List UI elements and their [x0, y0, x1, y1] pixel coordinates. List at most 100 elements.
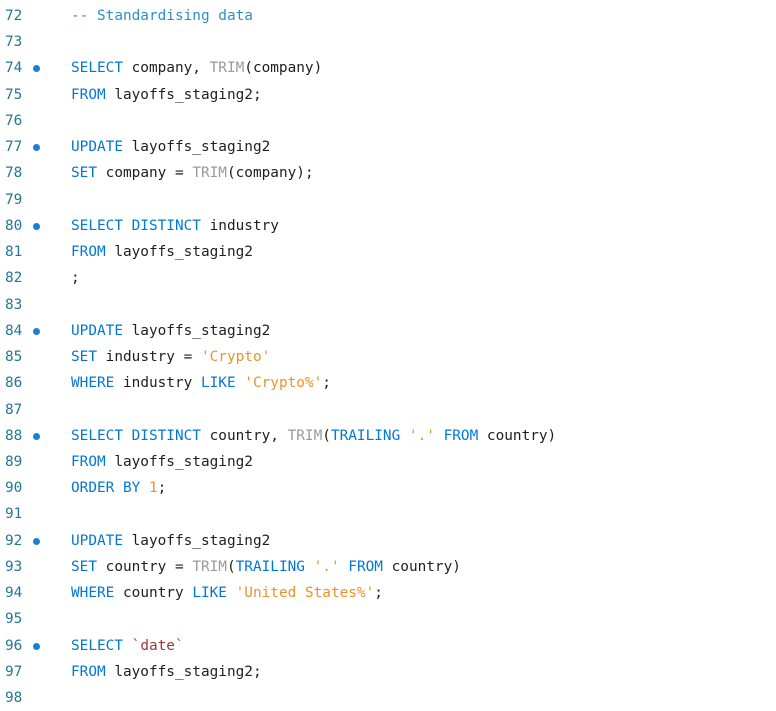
sql-keyword: SELECT DISTINCT — [71, 217, 201, 234]
code-content: ORDER BY 1; — [71, 475, 166, 501]
statement-marker-icon[interactable] — [33, 327, 40, 335]
line-number: 80 — [5, 217, 23, 234]
code-text: industry — [114, 375, 201, 392]
sql-keyword: FROM — [71, 86, 106, 103]
line-number: 82 — [5, 270, 23, 287]
code-content: -- Standardising data — [71, 3, 253, 29]
line-number: 87 — [5, 401, 23, 418]
sql-keyword: SELECT — [71, 60, 123, 77]
code-line[interactable]: 95 — [0, 606, 776, 632]
sql-keyword: UPDATE — [71, 532, 123, 549]
code-line[interactable]: 77 UPDATE layoffs_staging2 — [0, 134, 776, 160]
statement-marker-icon[interactable] — [33, 144, 40, 152]
code-line[interactable]: 83 — [0, 292, 776, 318]
code-content: UPDATE layoffs_staging2 — [71, 528, 270, 554]
sql-function: TRIM — [209, 60, 245, 77]
statement-marker-icon[interactable] — [33, 222, 40, 230]
sql-keyword: SET — [71, 165, 97, 182]
code-text — [340, 559, 349, 575]
code-line[interactable]: 73 — [0, 29, 776, 55]
code-line[interactable]: 97 FROM layoffs_staging2; — [0, 659, 776, 685]
statement-marker-icon[interactable] — [33, 642, 40, 650]
string-literal: 'Crypto' — [200, 349, 271, 366]
code-line[interactable]: 74 SELECT company, TRIM(company) — [0, 55, 776, 81]
line-number: 96 — [5, 637, 23, 654]
code-line[interactable]: 82; — [0, 265, 776, 291]
line-number: 95 — [5, 611, 23, 628]
sql-keyword: SET — [71, 349, 97, 366]
code-text: layoffs_staging2 — [105, 244, 253, 261]
sql-keyword: LIKE — [200, 375, 236, 392]
sql-keyword: TRAILING — [330, 427, 401, 444]
code-line[interactable]: 87 — [0, 397, 776, 423]
code-text: ; — [157, 480, 167, 497]
sql-function: TRIM — [192, 165, 227, 182]
line-number: 72 — [5, 8, 23, 24]
code-content: SELECT DISTINCT industry — [71, 213, 279, 239]
code-line[interactable]: 72 -- Standardising data — [0, 3, 776, 29]
line-number: 77 — [5, 139, 23, 156]
sql-keyword: FROM — [71, 663, 106, 680]
code-text — [236, 375, 245, 391]
sql-keyword: SET — [71, 558, 97, 575]
code-text: layoffs_staging2; — [105, 86, 262, 103]
code-content: ; — [71, 265, 80, 291]
code-content: UPDATE layoffs_staging2 — [71, 134, 270, 160]
code-text: company, — [122, 60, 210, 77]
code-line[interactable]: 79 — [0, 187, 776, 213]
code-content: SET company = TRIM(company); — [71, 160, 314, 186]
sql-keyword: UPDATE — [71, 322, 123, 339]
statement-marker-icon[interactable] — [33, 432, 40, 440]
sql-keyword: UPDATE — [71, 139, 123, 156]
line-number: 74 — [5, 60, 23, 77]
statement-marker-icon[interactable] — [33, 65, 40, 73]
line-number: 93 — [5, 558, 23, 575]
code-line[interactable]: 80 SELECT DISTINCT industry — [0, 213, 776, 239]
code-text: layoffs_staging2 — [122, 322, 271, 339]
code-text: layoffs_staging2 — [122, 139, 271, 156]
line-number: 97 — [5, 663, 23, 680]
sql-keyword: SELECT — [71, 637, 123, 654]
code-line[interactable]: 98 — [0, 685, 776, 711]
sql-function: TRIM — [192, 558, 227, 575]
statement-marker-icon[interactable] — [33, 537, 40, 545]
code-content: FROM layoffs_staging2; — [71, 659, 262, 685]
sql-keyword: SELECT DISTINCT — [71, 427, 201, 444]
code-text — [227, 585, 236, 601]
code-text: ( — [322, 427, 331, 444]
code-line[interactable]: 76 — [0, 108, 776, 134]
code-line[interactable]: 91 — [0, 501, 776, 527]
line-number: 88 — [5, 427, 23, 444]
code-text: (company); — [226, 165, 314, 182]
line-number: 86 — [5, 375, 23, 392]
line-number: 94 — [5, 585, 23, 602]
line-number: 81 — [5, 244, 23, 261]
code-content: FROM layoffs_staging2 — [71, 449, 253, 475]
number-literal: 1 — [148, 480, 158, 497]
line-number: 79 — [5, 191, 23, 208]
code-content: SET industry = 'Crypto' — [71, 344, 270, 370]
sql-keyword: FROM — [348, 558, 383, 575]
code-text: country — [114, 585, 193, 602]
code-text — [123, 638, 132, 654]
code-text: country) — [382, 558, 461, 575]
code-text — [305, 559, 314, 575]
string-literal: '.' — [313, 558, 340, 575]
line-number: 73 — [5, 34, 23, 51]
sql-keyword: FROM — [443, 427, 479, 444]
code-content: SELECT company, TRIM(company) — [71, 55, 322, 81]
